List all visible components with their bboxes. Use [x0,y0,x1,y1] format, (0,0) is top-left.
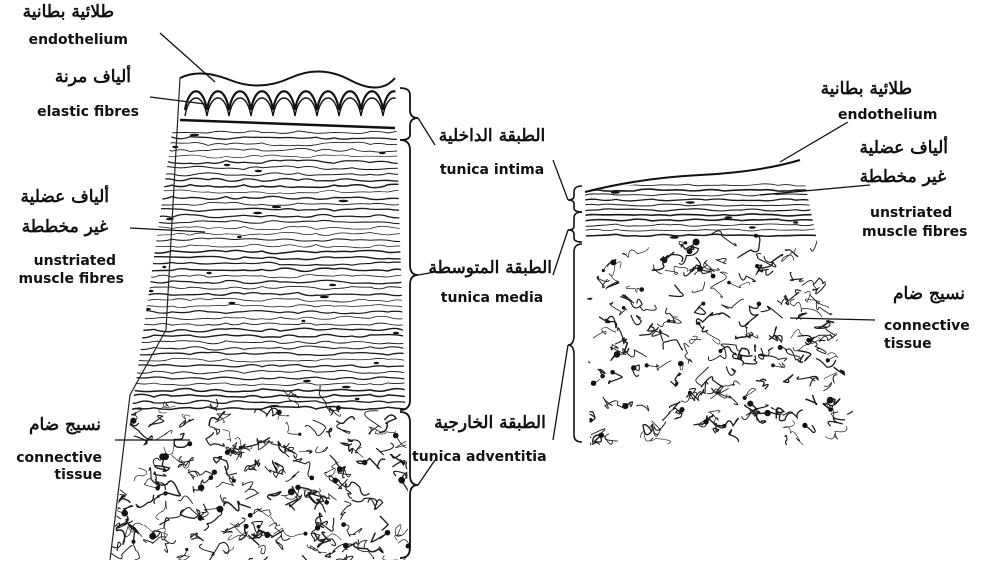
artery-elastic-label-en: elastic fibres [37,105,139,120]
bracket-vein-media [568,212,582,242]
vein-endothelium-edge [585,160,800,192]
vein-muscle-label-ar-2: غير مخططة [860,169,946,187]
artery-elastic-label-ar: ألياف مرنة [55,69,131,87]
leader-artery-muscle [130,228,205,232]
tunica-intima-label-ar: الطبقة الداخلية [432,128,552,146]
artery-internal-elastic-lamina [180,120,395,128]
leader-vein-connective [790,318,875,320]
vein-connective-label-en-1: connective [884,319,970,334]
layer-brackets [400,88,582,558]
vein-endothelium-label-ar: طلائية بطانية [822,81,912,99]
vein-connective-label-ar: نسيج ضام [893,286,965,304]
artery-muscle-label-ar-2: غير مخططة [22,219,108,237]
leader-vein-endothelium [780,122,848,162]
vein-muscle-label-en-2: muscle fibres [862,225,968,240]
artery-connective-label-en-2: tissue [54,468,102,483]
vein-muscle-label-ar-1: ألياف عضلية [859,140,948,158]
artery-connective-label-en-1: connective [16,451,102,466]
bracket-artery-intima [400,88,418,140]
artery-muscle-label-en-1: unstriated [34,254,116,269]
artery-connective-label-ar: نسيج ضام [29,417,101,435]
artery-wall-section [90,71,432,571]
artery-intima-layer [185,91,405,116]
vein-connective-label-en-2: tissue [884,337,932,352]
tunica-adventitia-label-ar: الطبقة الخارجية [420,415,560,433]
tunica-adventitia-label-en: tunica adventitia [412,450,547,465]
bracket-artery-adventitia [400,412,418,558]
tunica-intima-label-en: tunica intima [432,163,552,178]
vein-muscle-layer [580,184,862,239]
bracket-vein-intima [568,186,582,212]
leader-media-right [553,230,568,275]
artery-muscle-label-ar-1: ألياف عضلية [20,189,109,207]
tunica-media-label-en: tunica media [432,291,552,306]
leader-intima-right [553,160,568,200]
tunica-media-label-ar: الطبقة المتوسطة [432,260,552,278]
artery-muscle-label-en-2: muscle fibres [19,272,125,287]
vein-wall-section [570,160,881,460]
vein-endothelium-label-en: endothelium [838,108,937,123]
bracket-vein-adventitia [568,244,582,442]
bracket-artery-media [400,140,418,410]
vein-muscle-label-en-1: unstriated [870,206,952,221]
artery-media-layer [98,131,418,412]
artery-adventitia-layer [90,386,432,572]
vein-adventitia-layer [570,225,881,461]
artery-endothelium-label-en: endothelium [29,33,128,48]
artery-endothelium-label-ar: طلائية بطانية [23,4,114,22]
